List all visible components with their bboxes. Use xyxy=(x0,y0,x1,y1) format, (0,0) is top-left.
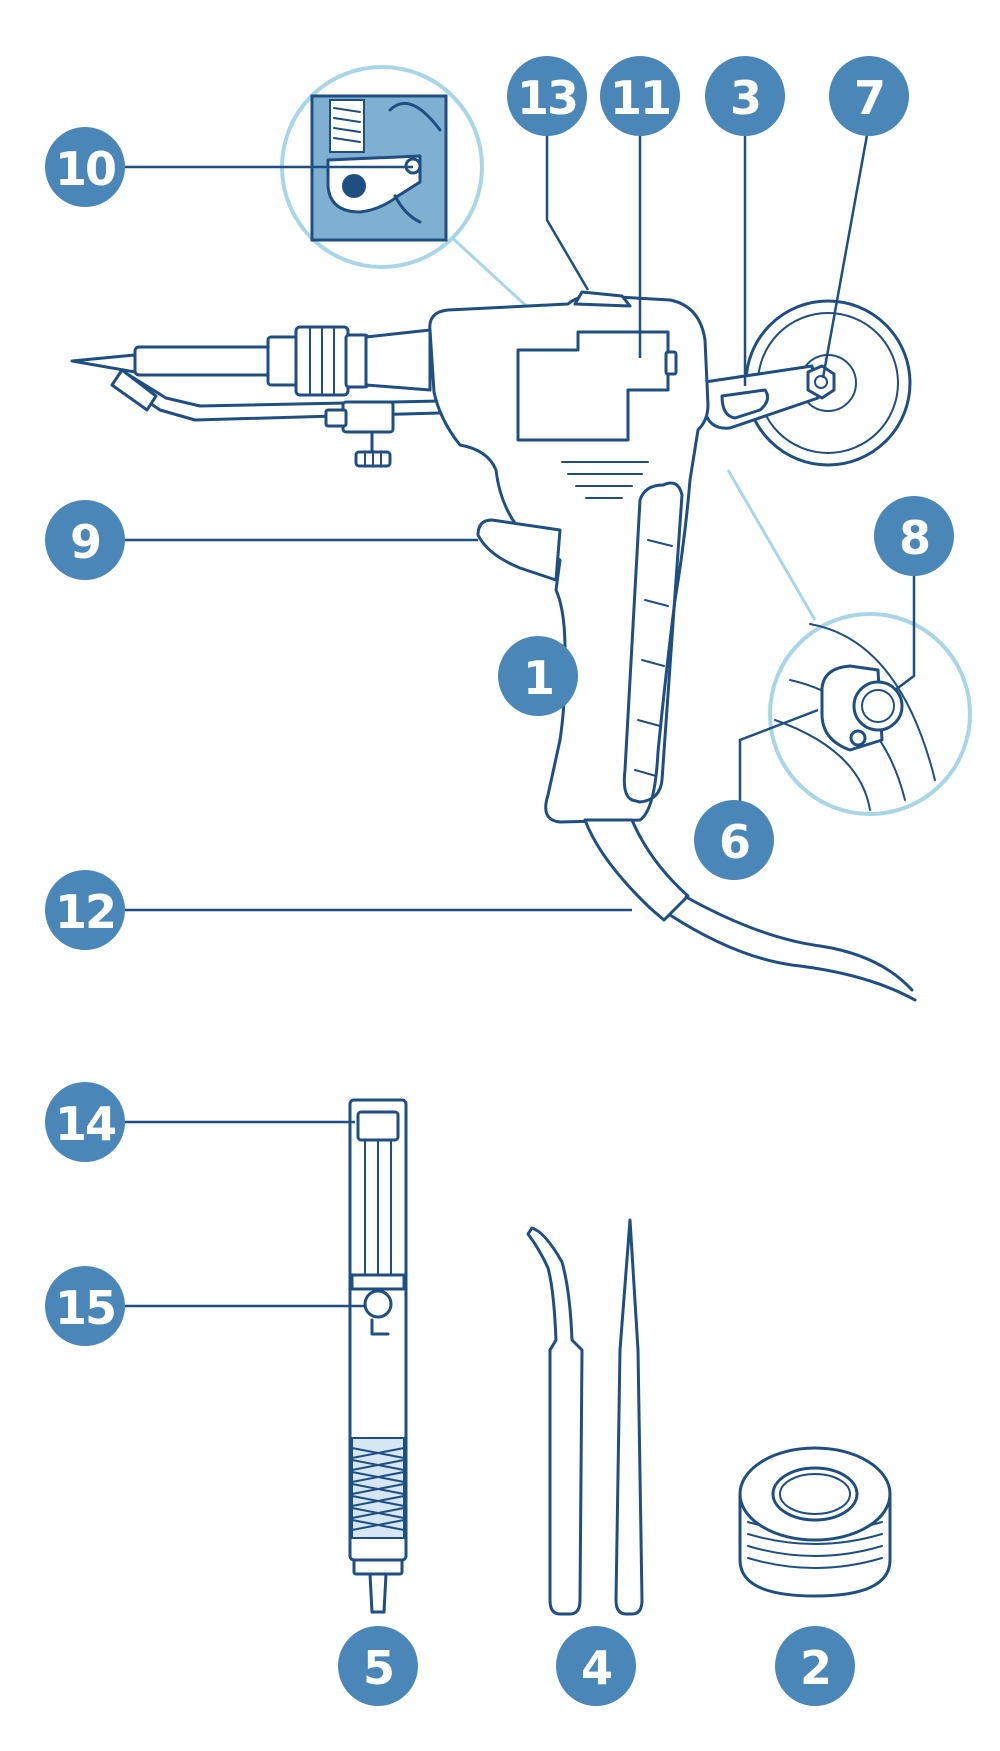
callout-1: 1 xyxy=(498,636,578,716)
callout-11-label: 11 xyxy=(610,71,670,125)
callout-6: 6 xyxy=(694,800,774,880)
callout-9: 9 xyxy=(45,500,125,580)
callout-13: 13 xyxy=(507,56,587,136)
callout-12: 12 xyxy=(45,870,125,950)
callout-7-label: 7 xyxy=(854,71,884,125)
callout-5-label: 5 xyxy=(363,1641,393,1695)
callout-4: 4 xyxy=(556,1626,636,1706)
soldering-tip-assembly xyxy=(70,325,442,468)
callout-8-label: 8 xyxy=(899,511,929,565)
spool-holder-arm xyxy=(703,364,836,430)
callout-15-label: 15 xyxy=(55,1281,115,1335)
leader-lines xyxy=(125,120,916,1308)
tweezers xyxy=(526,1218,644,1616)
callout-5: 5 xyxy=(338,1626,418,1706)
callout-13-label: 13 xyxy=(517,71,577,125)
callout-3-label: 3 xyxy=(730,71,760,125)
callout-11: 11 xyxy=(600,56,680,136)
callout-14: 14 xyxy=(45,1082,125,1162)
soldering-gun-body xyxy=(428,290,917,1002)
callout-8: 8 xyxy=(874,496,954,576)
callout-4-label: 4 xyxy=(581,1641,611,1695)
callout-10-label: 10 xyxy=(55,142,115,196)
callout-6-label: 6 xyxy=(719,815,749,869)
callout-1-label: 1 xyxy=(523,651,553,705)
callout-14-label: 14 xyxy=(55,1097,115,1151)
desoldering-pump xyxy=(348,1098,408,1614)
callout-7: 7 xyxy=(829,56,909,136)
callout-12-label: 12 xyxy=(55,885,115,939)
callout-9-label: 9 xyxy=(70,515,100,569)
zoom-inset-spool-hub xyxy=(768,612,972,816)
callout-2: 2 xyxy=(775,1626,855,1706)
callout-10: 10 xyxy=(45,127,125,207)
solder-wire-spool xyxy=(738,1446,892,1598)
callout-3: 3 xyxy=(705,56,785,136)
callout-15: 15 xyxy=(45,1266,125,1346)
callout-2-label: 2 xyxy=(800,1641,830,1695)
